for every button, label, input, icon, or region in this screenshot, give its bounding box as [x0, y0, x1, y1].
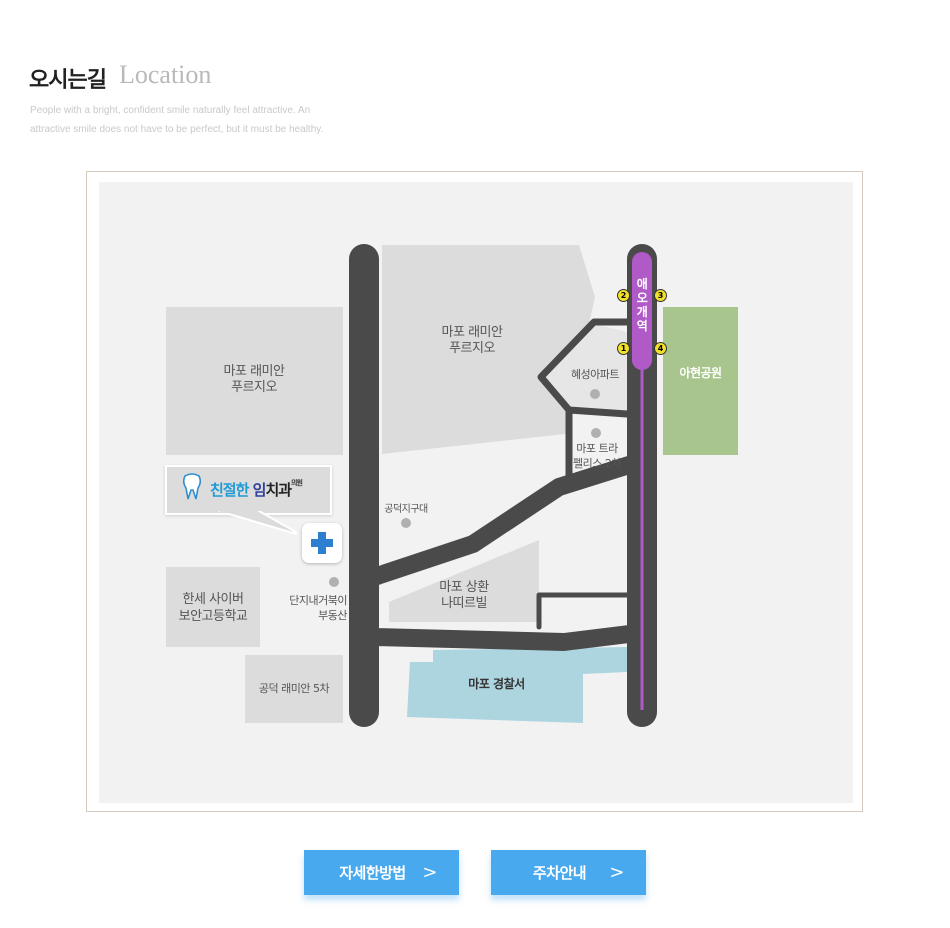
exit-4-badge: 4: [654, 342, 667, 355]
parking-button[interactable]: 주차안내 >: [491, 850, 646, 895]
clinic-name: 친절한 임치과의원: [210, 479, 303, 499]
block-nw: [166, 307, 343, 455]
tooth-icon: [181, 472, 203, 502]
label-police: 마포 경찰서: [468, 677, 525, 691]
exit-1-badge: 1: [617, 342, 630, 355]
chevron-right-icon: >: [422, 862, 437, 883]
label-trapalace: 마포 트라 펠리스 2차: [573, 442, 621, 470]
map-drawing: [166, 244, 738, 727]
station-label: 애오개역: [636, 277, 648, 333]
ahyeon-park: [663, 307, 738, 455]
medical-cross-icon: [311, 532, 333, 554]
directions-button[interactable]: 자세한방법 >: [304, 850, 459, 895]
label-gongdeok-5: 공덕 래미안 5차: [258, 682, 330, 695]
label-block-nw: 마포 래미안 푸르지오: [223, 364, 285, 395]
label-sanghwan: 마포 상환 나띠르빌: [439, 580, 489, 611]
block-hanse: [166, 567, 260, 647]
label-gongdeok-district: 공덕지구대: [384, 504, 428, 515]
page-description: People with a bright, confident smile na…: [30, 105, 324, 135]
label-hyesung: 혜성아파트: [570, 368, 620, 381]
page-title-english: Location: [119, 60, 212, 89]
page-title-korean: 오시는길: [29, 68, 107, 93]
clinic-marker[interactable]: [302, 523, 342, 563]
block-hyesung: [541, 324, 627, 414]
label-hanse-school: 한세 사이버 보안고등학교: [178, 592, 248, 624]
clinic-callout[interactable]: 친절한 임치과의원: [165, 465, 332, 515]
callout-pointer: [218, 511, 297, 536]
block-gongdeok5: [245, 655, 343, 723]
chevron-right-icon: >: [609, 862, 624, 883]
label-block-center: 마포 래미안 푸르지오: [441, 325, 503, 356]
police-area: [407, 647, 627, 723]
station-bar: [632, 252, 652, 370]
block-center: [382, 245, 595, 454]
label-ahyeon-park: 아현공원: [679, 366, 722, 380]
exit-3-badge: 3: [654, 289, 667, 302]
exit-2-badge: 2: [617, 289, 630, 302]
label-danji-realestate: 단지내거북이 부동산: [289, 594, 347, 622]
location-map[interactable]: 2 3 1 4 애오개역 마포 래미안 푸르지오 마포 래미안 푸르지오 혜성아…: [99, 182, 853, 803]
block-sanghwan: [389, 540, 539, 622]
